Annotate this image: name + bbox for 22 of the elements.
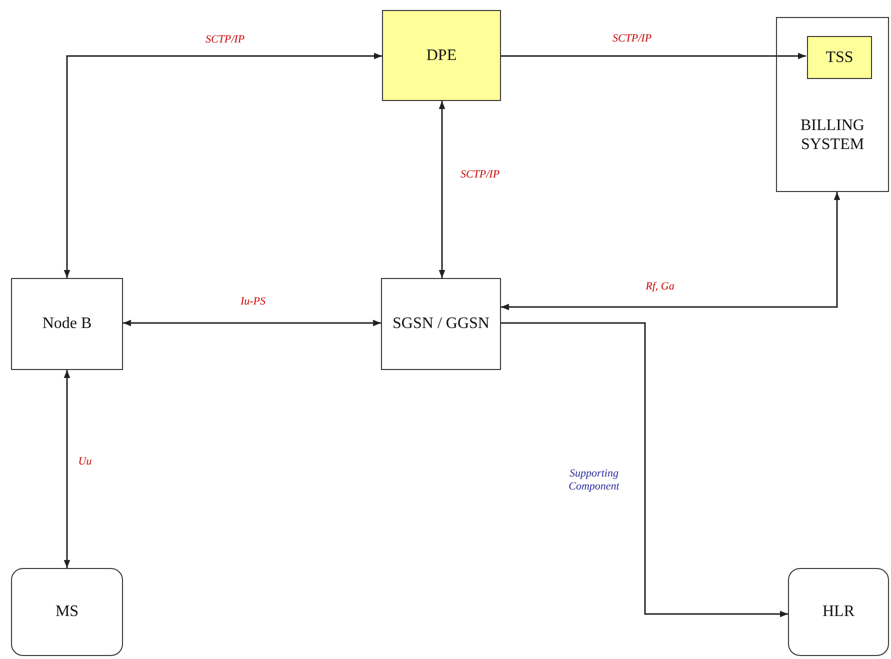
process-box	[381, 278, 501, 370]
arrow	[64, 52, 382, 278]
rounded-box	[788, 568, 889, 656]
edge-label: Rf, Ga	[644, 280, 676, 294]
node-label: Node B	[42, 314, 92, 334]
rounded-box	[11, 568, 123, 656]
arrow	[123, 320, 381, 326]
node-label: TSS	[826, 48, 854, 68]
node-label: SGSN / GGSN	[392, 314, 490, 334]
arrow	[501, 322, 788, 618]
arrow	[501, 192, 840, 310]
node-label: DPE	[426, 46, 457, 66]
arrow	[501, 52, 806, 60]
process-box	[11, 278, 123, 370]
arrow	[438, 101, 446, 278]
process-box	[776, 17, 889, 192]
node-label: HLR	[822, 602, 854, 622]
process-box	[807, 36, 872, 79]
node-label: BILLING SYSTEM	[800, 116, 866, 154]
process-box	[382, 10, 501, 101]
node-label: MS	[55, 602, 79, 622]
arrow	[64, 370, 70, 568]
